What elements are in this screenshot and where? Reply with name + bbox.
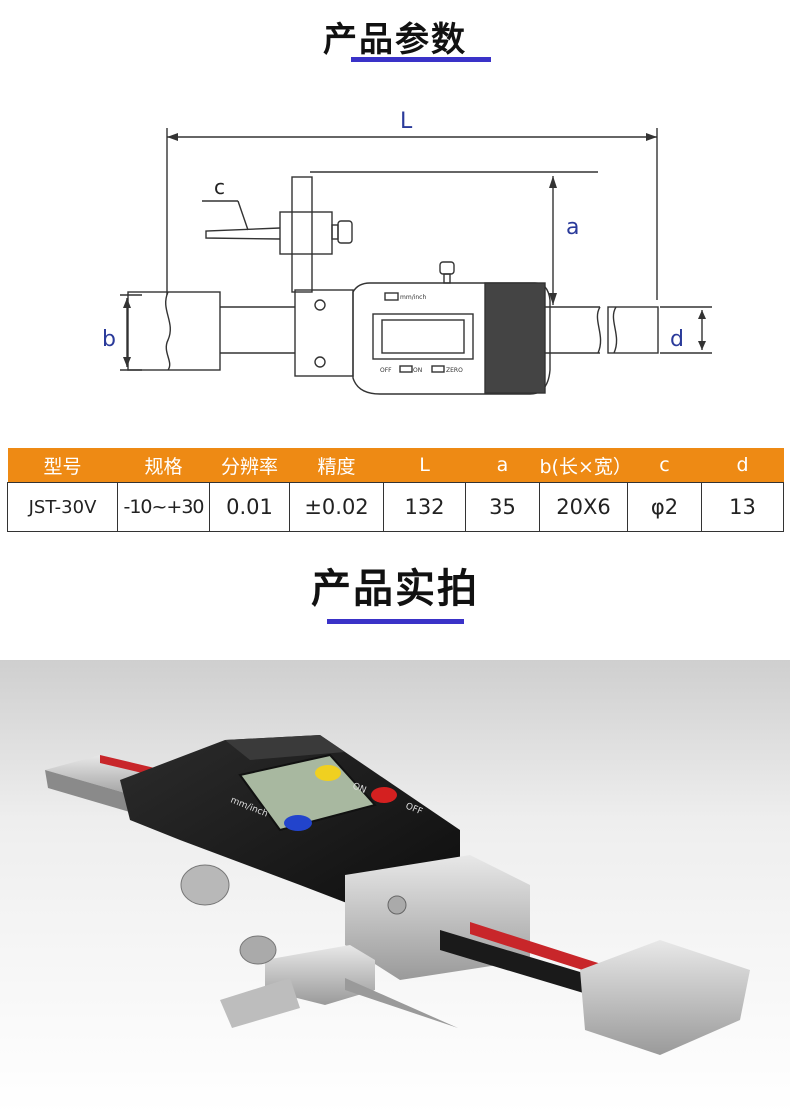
clamp-knob xyxy=(337,220,353,244)
cell-c: φ2 xyxy=(627,482,702,532)
header-model: 型号 xyxy=(7,448,118,483)
label-c: c xyxy=(214,175,225,199)
header-d: d xyxy=(701,448,784,483)
top-knob xyxy=(439,261,455,275)
dimension-diagram: mm/inch OFF ON ZERO L a b d c xyxy=(102,109,712,395)
zero-button xyxy=(431,365,445,373)
title-underline xyxy=(351,57,491,62)
label-b: b xyxy=(102,327,116,352)
cell-d: 13 xyxy=(701,482,784,532)
clamp-block xyxy=(279,211,333,255)
probe-tip xyxy=(345,978,458,1028)
product-params-title: 产品参数 xyxy=(323,20,467,60)
cell-L: 132 xyxy=(383,482,466,532)
gauge-body xyxy=(352,282,551,395)
spec-table: 型号 规格 分辨率 精度 L a b(长×宽） c d JST-30V -10~… xyxy=(7,448,784,532)
header-resolution: 分辨率 xyxy=(209,448,290,483)
header-accuracy: 精度 xyxy=(289,448,384,483)
label-d: d xyxy=(670,327,684,352)
label-a: a xyxy=(566,215,579,240)
gauge-unit-label: mm/inch xyxy=(400,294,426,301)
gauge-zero-label: ZERO xyxy=(446,367,463,374)
red-button[interactable] xyxy=(371,787,397,803)
product-photo-title: 产品实拍 xyxy=(311,565,479,612)
header-b: b(长×宽） xyxy=(539,448,632,483)
title-underline xyxy=(327,619,464,624)
photo-on-label: ON xyxy=(351,782,368,796)
probe-bar xyxy=(220,978,300,1028)
cell-resolution: 0.01 xyxy=(209,482,290,532)
header-L: L xyxy=(383,448,466,483)
gauge-grip xyxy=(484,282,546,394)
lcd-screen xyxy=(372,313,474,360)
table-header-row: 型号 规格 分辨率 精度 L a b(长×宽） c d xyxy=(7,448,784,483)
gauge-off-label: OFF xyxy=(380,367,392,374)
adjust-knob xyxy=(180,864,230,906)
label-L: L xyxy=(400,109,413,134)
cell-accuracy: ±0.02 xyxy=(289,482,384,532)
clamp-knob xyxy=(239,935,277,965)
cell-model: JST-30V xyxy=(7,482,118,532)
header-spec: 规格 xyxy=(117,448,210,483)
blue-button[interactable] xyxy=(284,815,312,831)
header-a: a xyxy=(465,448,540,483)
vertical-post xyxy=(291,176,313,293)
right-foot xyxy=(580,940,750,1055)
product-photo: mm/inch ON OFF xyxy=(0,660,790,1114)
right-block xyxy=(607,306,659,354)
on-off-button xyxy=(399,365,413,373)
left-block xyxy=(127,291,221,371)
lcd-screen xyxy=(238,753,377,832)
unit-button xyxy=(384,292,399,301)
cell-a: 35 xyxy=(465,482,540,532)
table-row: JST-30V -10~+30 0.01 ±0.02 132 35 20X6 φ… xyxy=(7,482,784,532)
cell-spec: -10~+30 xyxy=(117,482,210,532)
header-c: c xyxy=(627,448,702,483)
yellow-button[interactable] xyxy=(315,765,341,781)
gauge-on-label: ON xyxy=(413,367,422,374)
cell-b: 20X6 xyxy=(539,482,628,532)
